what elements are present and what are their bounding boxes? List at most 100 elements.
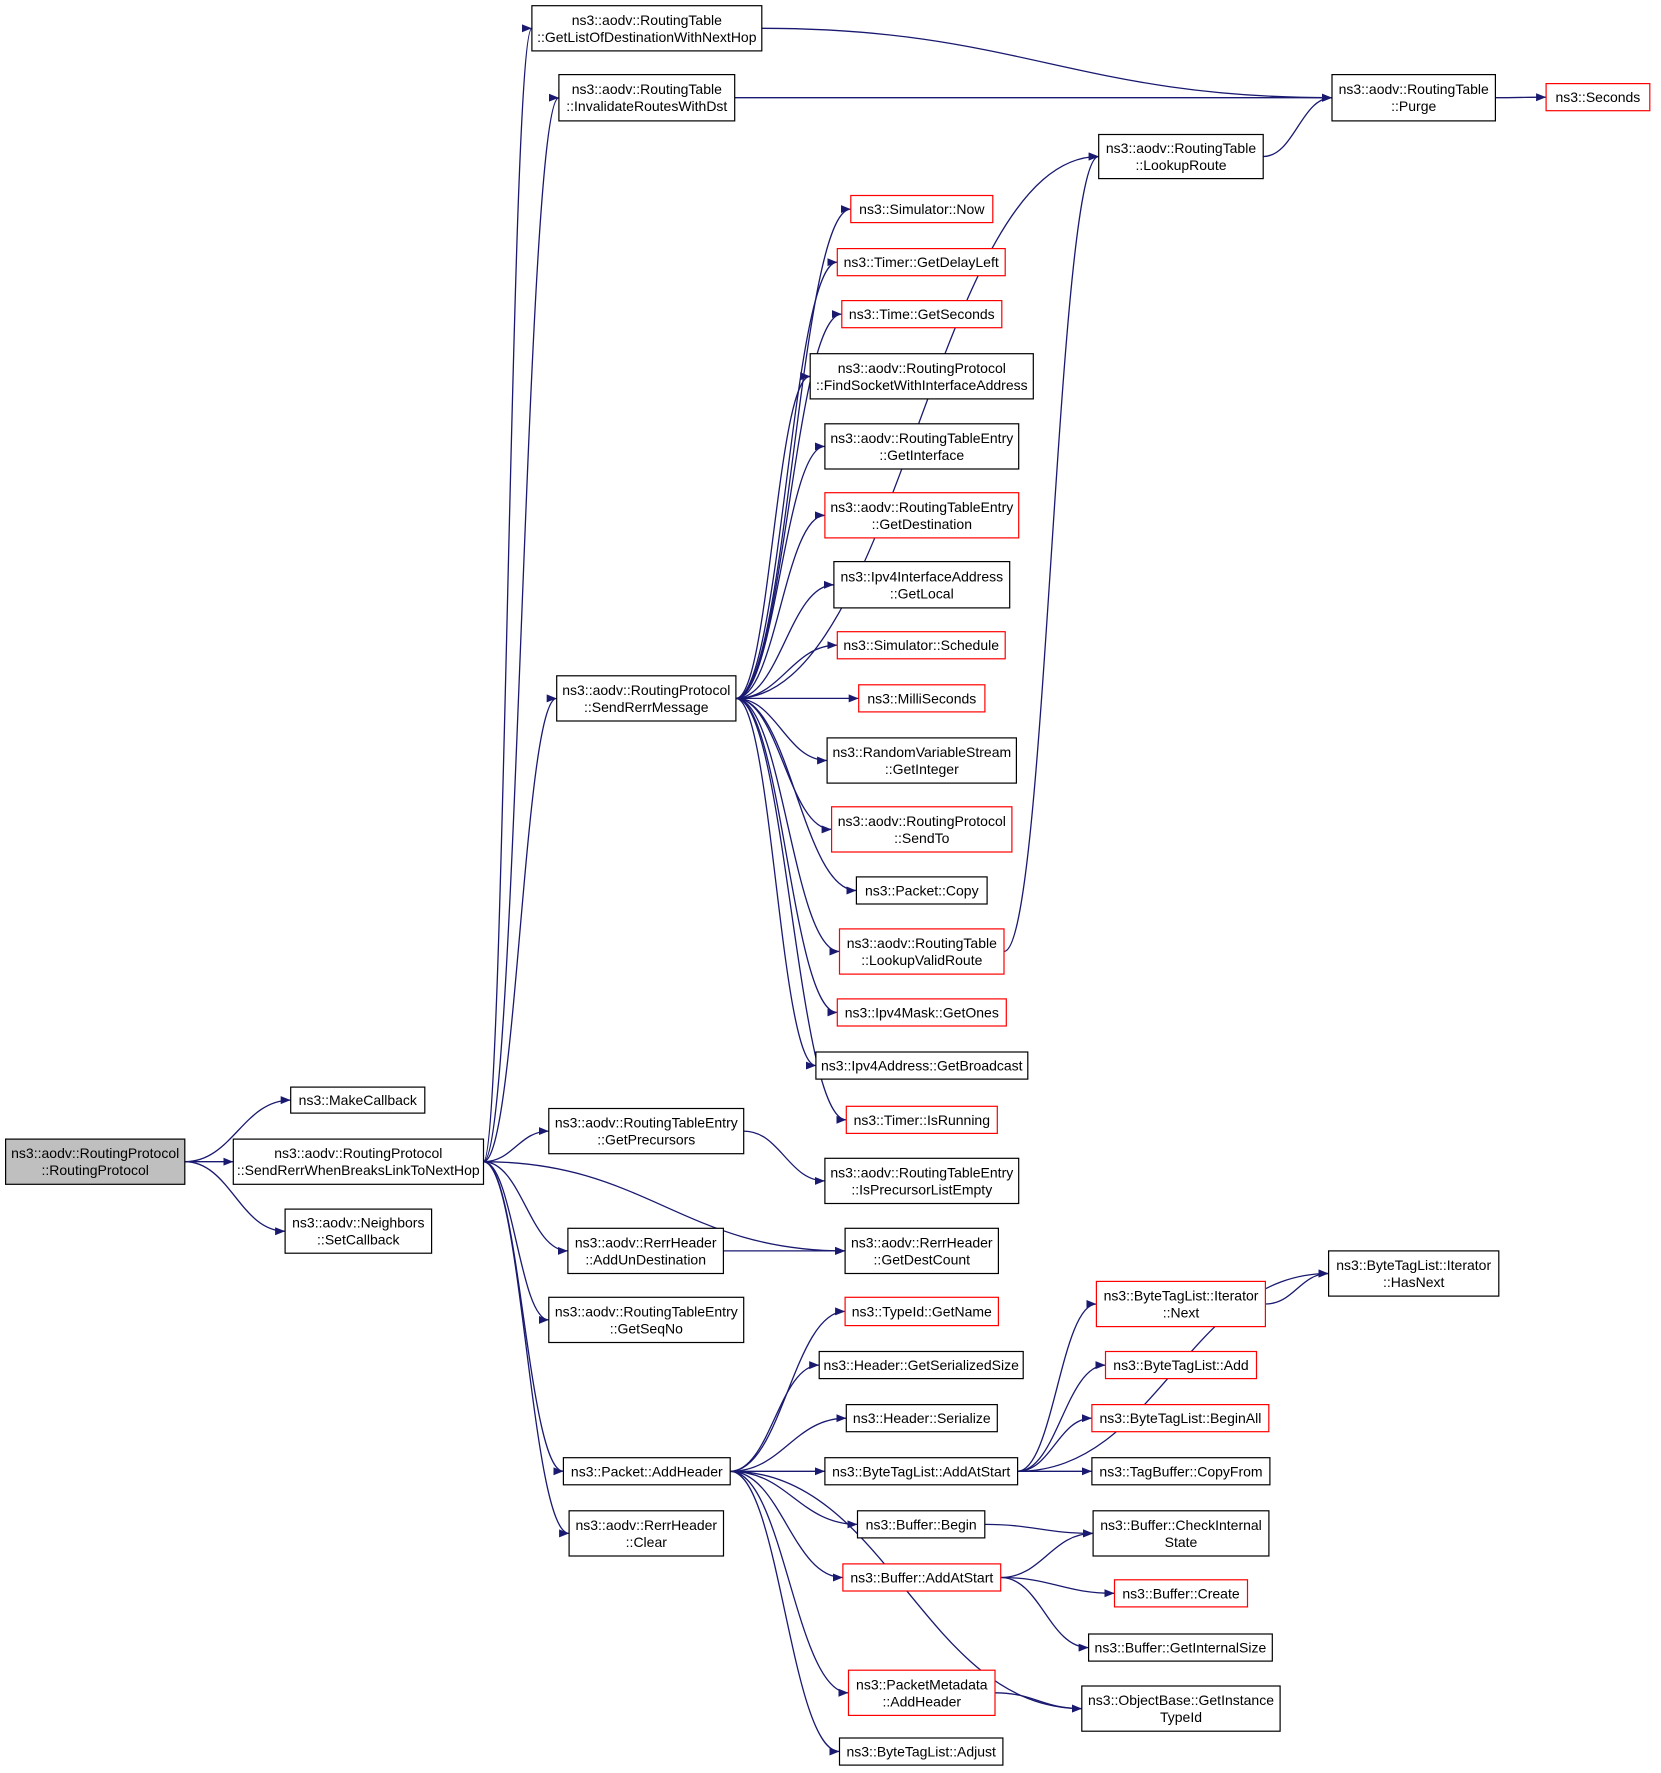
node-packet_copy[interactable]: ns3::Packet::Copy — [855, 876, 988, 905]
node-box[interactable] — [833, 560, 1011, 609]
node-box[interactable] — [836, 248, 1006, 277]
node-rte_getiface[interactable]: ns3::aodv::RoutingTableEntry::GetInterfa… — [824, 423, 1020, 470]
node-packet_addheader[interactable]: ns3::Packet::AddHeader — [562, 1457, 731, 1486]
node-box[interactable] — [838, 1737, 1004, 1766]
node-box[interactable] — [548, 1107, 745, 1155]
node-box[interactable] — [844, 1296, 999, 1327]
node-rt_lookup[interactable]: ns3::aodv::RoutingTable::LookupRoute — [1098, 133, 1264, 180]
node-box[interactable] — [232, 1138, 485, 1185]
node-rte_getprecursors[interactable]: ns3::aodv::RoutingTableEntry::GetPrecurs… — [548, 1107, 745, 1155]
node-box[interactable] — [845, 1403, 998, 1433]
node-box[interactable] — [815, 1051, 1029, 1080]
node-box[interactable] — [809, 353, 1034, 400]
node-box[interactable] — [824, 492, 1020, 539]
node-box[interactable] — [1092, 1510, 1270, 1557]
node-rte_getdest[interactable]: ns3::aodv::RoutingTableEntry::GetDestina… — [824, 492, 1020, 539]
node-timer_delayleft[interactable]: ns3::Timer::GetDelayLeft — [836, 248, 1006, 277]
node-box[interactable] — [818, 1350, 1024, 1380]
node-rerr_clear[interactable]: ns3::aodv::RerrHeader::Clear — [568, 1510, 725, 1557]
node-box[interactable] — [844, 1227, 999, 1275]
node-rte_getseqno[interactable]: ns3::aodv::RoutingTableEntry::GetSeqNo — [548, 1296, 745, 1344]
node-pm_addheader[interactable]: ns3::PacketMetadata::AddHeader — [847, 1669, 996, 1716]
node-box[interactable] — [4, 1138, 186, 1185]
node-header_getsersize[interactable]: ns3::Header::GetSerializedSize — [818, 1350, 1024, 1380]
node-btl_adjust[interactable]: ns3::ByteTagList::Adjust — [838, 1737, 1004, 1766]
node-box[interactable] — [1113, 1579, 1249, 1608]
node-send_rerr_breaks[interactable]: ns3::aodv::RoutingProtocol::SendRerrWhen… — [232, 1138, 485, 1185]
node-rp_sendto[interactable]: ns3::aodv::RoutingProtocol::SendTo — [830, 806, 1013, 853]
node-box[interactable] — [1104, 1350, 1258, 1380]
node-box[interactable] — [847, 1669, 996, 1716]
node-box[interactable] — [836, 998, 1007, 1027]
node-buffer_begin[interactable]: ns3::Buffer::Begin — [856, 1510, 986, 1539]
node-box[interactable] — [1087, 1633, 1273, 1662]
node-box[interactable] — [824, 423, 1020, 470]
node-time_getseconds[interactable]: ns3::Time::GetSeconds — [841, 300, 1003, 329]
node-box[interactable] — [824, 1157, 1020, 1205]
node-timer_isrunning[interactable]: ns3::Timer::IsRunning — [845, 1105, 998, 1135]
node-buffer_create[interactable]: ns3::Buffer::Create — [1113, 1579, 1249, 1608]
node-rp_findsocket[interactable]: ns3::aodv::RoutingProtocol::FindSocketWi… — [809, 353, 1034, 400]
node-btl_beginall[interactable]: ns3::ByteTagList::BeginAll — [1091, 1403, 1270, 1433]
node-rte_isprecempty[interactable]: ns3::aodv::RoutingTableEntry::IsPrecurso… — [824, 1157, 1020, 1205]
node-header_serialize[interactable]: ns3::Header::Serialize — [845, 1403, 998, 1433]
node-sim_schedule[interactable]: ns3::Simulator::Schedule — [836, 631, 1006, 660]
node-box[interactable] — [558, 73, 736, 122]
node-box[interactable] — [842, 1563, 1002, 1592]
node-milliseconds[interactable]: ns3::MilliSeconds — [858, 684, 986, 713]
node-btl_add[interactable]: ns3::ByteTagList::Add — [1104, 1350, 1258, 1380]
node-ipv4addr_getbcast[interactable]: ns3::Ipv4Address::GetBroadcast — [815, 1051, 1029, 1080]
node-box[interactable] — [1098, 133, 1264, 180]
node-box[interactable] — [1327, 1250, 1500, 1297]
node-box[interactable] — [850, 194, 994, 224]
node-box[interactable] — [567, 1227, 725, 1275]
node-box[interactable] — [1331, 73, 1496, 122]
node-box[interactable] — [290, 1086, 426, 1114]
node-box[interactable] — [845, 1105, 998, 1135]
node-box[interactable] — [568, 1510, 725, 1557]
node-box[interactable] — [841, 300, 1003, 329]
node-box[interactable] — [1081, 1685, 1281, 1732]
node-box[interactable] — [838, 928, 1005, 975]
node-box[interactable] — [548, 1296, 745, 1344]
node-rt_getlist[interactable]: ns3::aodv::RoutingTable::GetListOfDestin… — [531, 5, 763, 52]
node-rp_ctor[interactable]: ns3::aodv::RoutingProtocol::RoutingProto… — [4, 1138, 186, 1185]
node-box[interactable] — [284, 1208, 433, 1254]
node-rerr_addundest[interactable]: ns3::aodv::RerrHeader::AddUnDestination — [567, 1227, 725, 1275]
node-rerr_getdestcount[interactable]: ns3::aodv::RerrHeader::GetDestCount — [844, 1227, 999, 1275]
node-box[interactable] — [826, 737, 1017, 784]
node-box[interactable] — [1091, 1457, 1271, 1486]
node-rvs_getinteger[interactable]: ns3::RandomVariableStream::GetInteger — [826, 737, 1017, 784]
node-rt_invalidate[interactable]: ns3::aodv::RoutingTable::InvalidateRoute… — [558, 73, 736, 122]
node-box[interactable] — [856, 1510, 986, 1539]
node-box[interactable] — [836, 631, 1006, 660]
node-rt_purge[interactable]: ns3::aodv::RoutingTable::Purge — [1331, 73, 1496, 122]
node-tagbuffer_copyfrom[interactable]: ns3::TagBuffer::CopyFrom — [1091, 1457, 1271, 1486]
node-box[interactable] — [1545, 82, 1651, 112]
node-btl_addatstart[interactable]: ns3::ByteTagList::AddAtStart — [824, 1457, 1019, 1486]
node-btl_iter_hasnext[interactable]: ns3::ByteTagList::Iterator::HasNext — [1327, 1250, 1500, 1297]
node-seconds[interactable]: ns3::Seconds — [1545, 82, 1651, 112]
node-make_callback[interactable]: ns3::MakeCallback — [290, 1086, 426, 1114]
node-box[interactable] — [1095, 1280, 1267, 1328]
node-buffer_getinternalsize[interactable]: ns3::Buffer::GetInternalSize — [1087, 1633, 1273, 1662]
node-ipv4mask_getones[interactable]: ns3::Ipv4Mask::GetOnes — [836, 998, 1007, 1027]
node-box[interactable] — [824, 1457, 1019, 1486]
node-neighbors_setcb[interactable]: ns3::aodv::Neighbors::SetCallback — [284, 1208, 433, 1254]
node-sim_now[interactable]: ns3::Simulator::Now — [850, 194, 994, 224]
node-rt_lookupvalid[interactable]: ns3::aodv::RoutingTable::LookupValidRout… — [838, 928, 1005, 975]
node-box[interactable] — [562, 1457, 731, 1486]
node-typeid_getname[interactable]: ns3::TypeId::GetName — [844, 1296, 999, 1327]
node-rp_sendrerr[interactable]: ns3::aodv::RoutingProtocol::SendRerrMess… — [556, 675, 737, 722]
node-box[interactable] — [830, 806, 1013, 853]
node-ipv4ia_getlocal[interactable]: ns3::Ipv4InterfaceAddress::GetLocal — [833, 560, 1011, 609]
node-btl_iter_next[interactable]: ns3::ByteTagList::Iterator::Next — [1095, 1280, 1267, 1328]
node-box[interactable] — [855, 876, 988, 905]
node-buffer_addatstart[interactable]: ns3::Buffer::AddAtStart — [842, 1563, 1002, 1592]
node-box[interactable] — [556, 675, 737, 722]
node-box[interactable] — [1091, 1403, 1270, 1433]
node-box[interactable] — [531, 5, 763, 52]
node-box[interactable] — [858, 684, 986, 713]
